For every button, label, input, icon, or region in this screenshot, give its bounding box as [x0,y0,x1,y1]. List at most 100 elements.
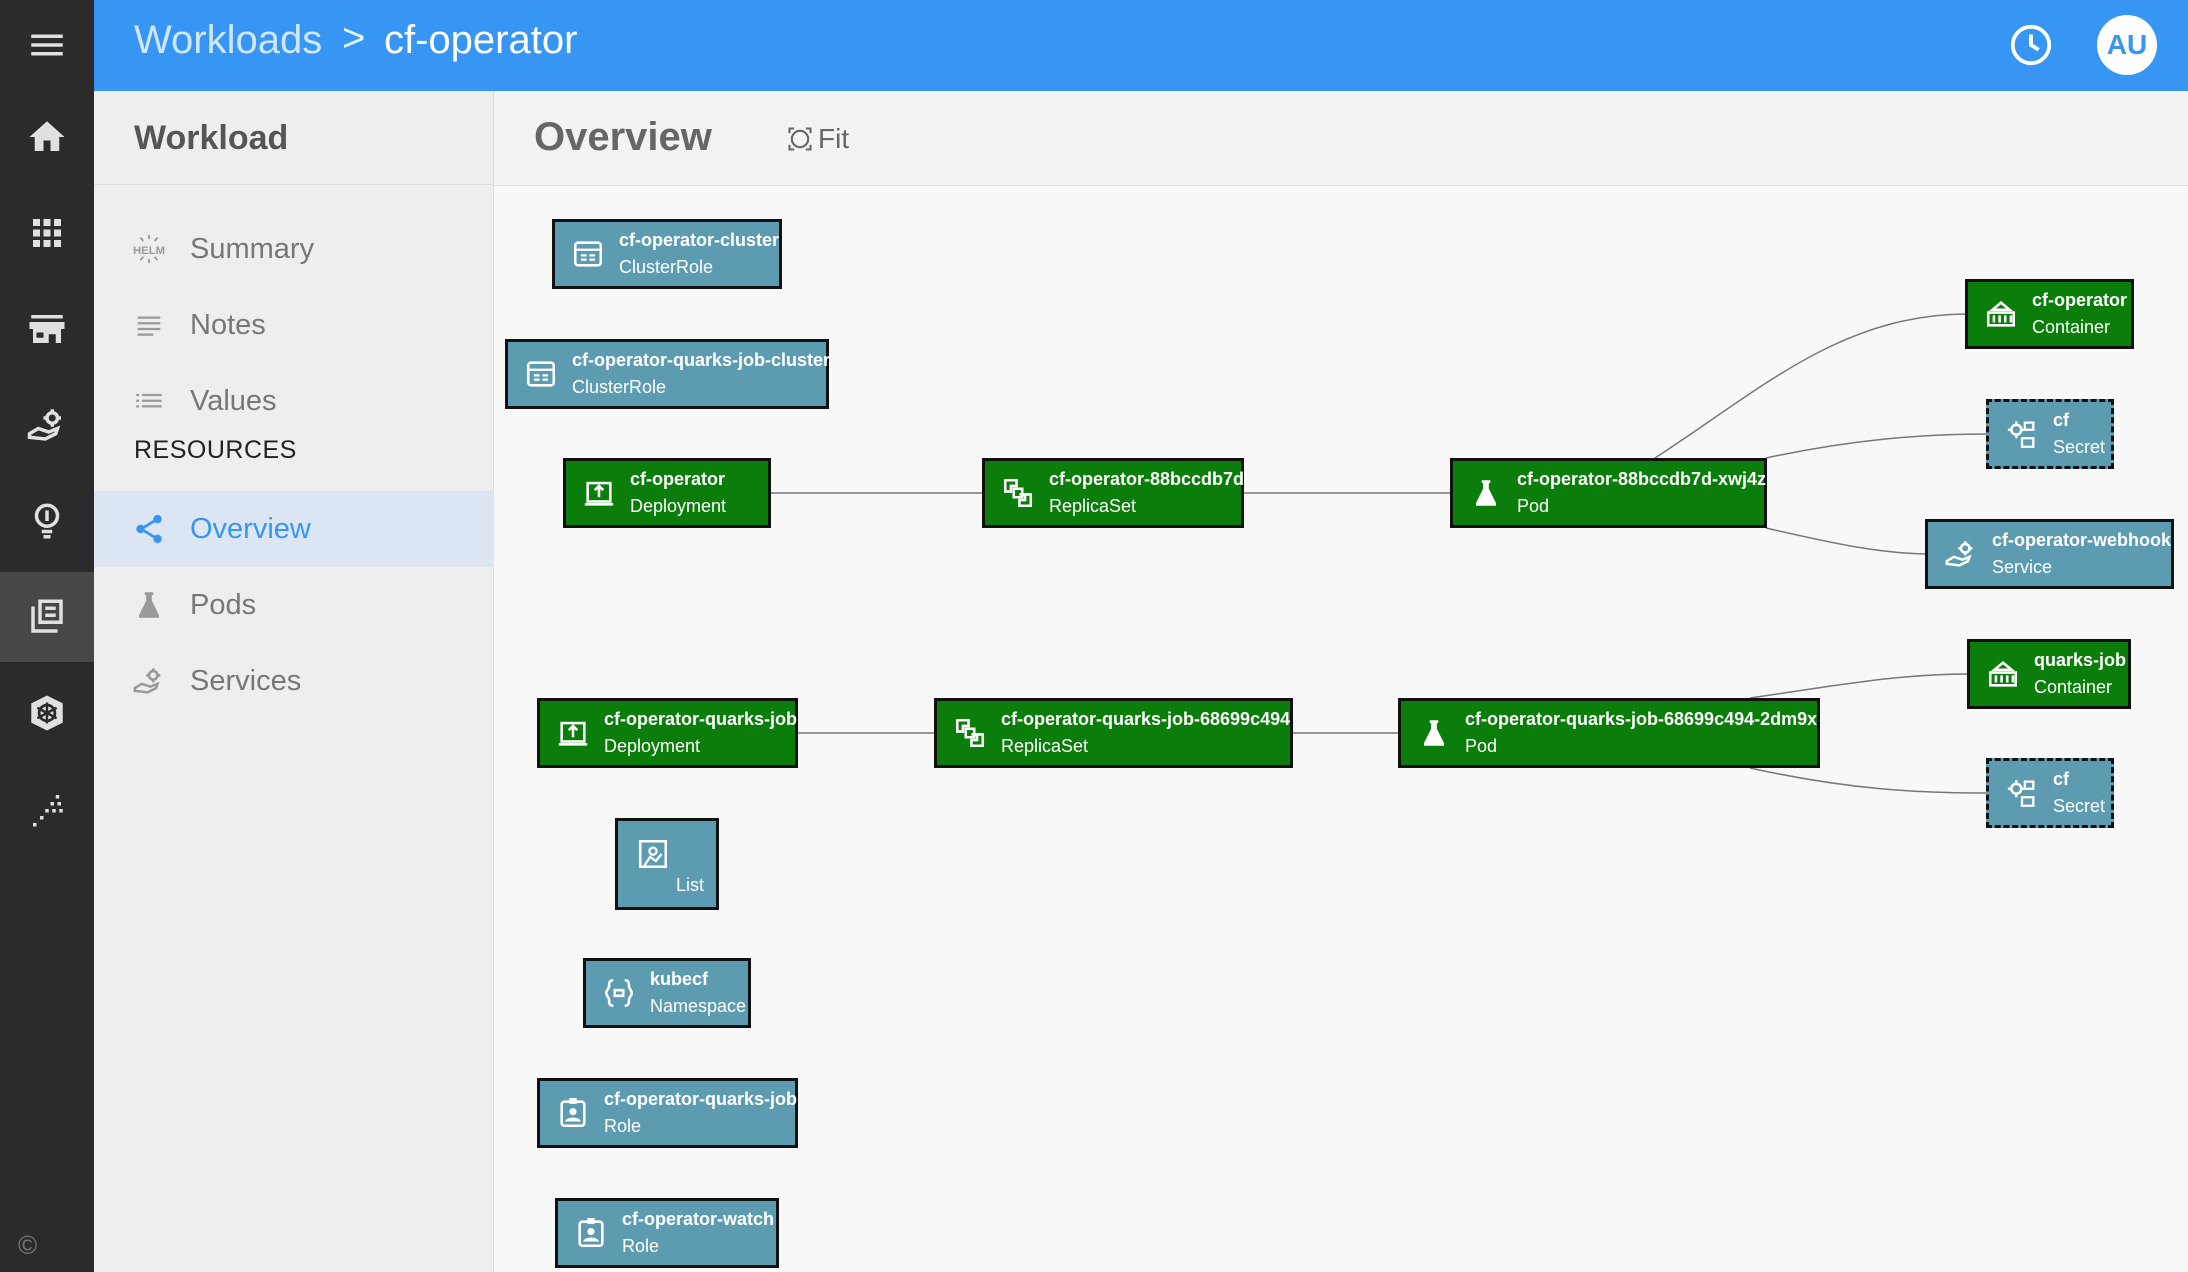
breadcrumb-workloads-link[interactable]: Workloads [134,18,323,62]
main-header: Overview Fit [494,91,2188,186]
deployment-icon [550,710,596,756]
fit-button[interactable]: Fit [786,123,849,155]
user-avatar[interactable]: AU [2097,15,2157,75]
replicaset-icon [947,710,993,756]
replicaset-icon [995,470,1041,516]
workloads-icon[interactable] [0,572,94,662]
node-kind: Container [2032,317,2111,337]
list-resource-icon [630,831,676,877]
node-name: cf-operator-watch [622,1209,775,1229]
clock-icon[interactable] [2008,22,2054,68]
node-kind: ReplicaSet [1001,736,1089,756]
role-icon [550,1090,596,1136]
graph-node-list[interactable]: List [615,818,719,910]
container-icon [1980,651,2026,697]
sidepanel-item-label: Notes [190,308,266,341]
secret-icon [1999,411,2045,457]
node-kind: Secret [2053,796,2106,816]
service-hand-icon[interactable] [0,380,94,470]
node-name: cf-operator-quarks-job [604,709,798,729]
node-name: quarks-job [2034,650,2127,670]
sidepanel-item-overview[interactable]: Overview [94,491,494,567]
fit-label: Fit [818,123,850,154]
lightbulb-icon[interactable] [0,476,94,566]
node-kind: Deployment [630,496,727,516]
node-kind: ClusterRole [619,257,714,277]
sidepanel-item-pods[interactable]: Pods [94,567,494,643]
navigation-rail: © [0,0,94,1272]
clusterrole-icon [565,231,611,277]
workload-side-panel: Workload HELM Summary Notes Values RESOU… [94,91,494,1272]
breadcrumb-current: cf-operator [384,18,578,62]
topology-icon[interactable] [0,764,94,854]
node-name: cf [2053,769,2070,789]
node-name: cf-operator [2032,290,2128,310]
service-icon [1938,531,1984,577]
service-icon [132,664,166,698]
node-kind: Pod [1517,496,1550,516]
deployment-icon [576,470,622,516]
home-icon[interactable] [0,92,94,182]
fit-icon [788,127,812,151]
sidepanel-item-services[interactable]: Services [94,643,494,719]
node-name: cf-operator-quarks-job [604,1089,798,1109]
pod-icon [1411,710,1457,756]
share-icon [132,512,166,546]
clusterrole-icon [518,351,564,397]
node-kind: Container [2034,677,2113,697]
node-kind: Secret [2053,437,2106,457]
node-name: cf-operator-webhook [1992,530,2172,550]
node-kind: Service [1992,557,2053,577]
sidepanel-item-label: Services [190,664,302,697]
apps-grid-icon[interactable] [0,188,94,278]
node-name: cf-operator-88bccdb7d-xwj4z [1517,469,1767,489]
sidepanel-item-summary[interactable]: HELM Summary [94,211,494,287]
node-kind: Pod [1465,736,1498,756]
page-title: Overview [534,115,712,159]
sidepanel-item-notes[interactable]: Notes [94,287,494,363]
sidepanel-item-label: Summary [190,232,315,265]
pod-icon [1463,470,1509,516]
helm-icon: HELM [132,232,166,266]
sidepanel-item-label: Overview [190,512,311,545]
node-name: cf-operator [630,469,726,489]
node-name: kubecf [650,969,709,989]
node-kind: ClusterRole [572,377,667,397]
role-icon [568,1210,614,1256]
sidepanel-item-values[interactable]: Values [94,363,494,439]
node-kind: Namespace [650,996,747,1016]
node-kind: List [675,875,704,895]
top-header: Workloads > cf-operator AU [94,0,2188,91]
node-kind: Role [622,1236,660,1256]
sidepanel-item-label: Values [190,384,277,417]
node-name: cf-operator-quarks-job-68699c494 [1001,709,1291,729]
node-name: cf [2053,410,2070,430]
sidepanel-item-label: Pods [190,588,257,621]
container-icon [1978,291,2024,337]
copyright-icon: © [18,1230,38,1260]
side-panel-divider [94,184,494,185]
menu-icon[interactable] [0,0,94,90]
list-icon [132,384,166,418]
breadcrumb-separator: > [342,16,366,60]
kubernetes-helm-icon[interactable] [0,668,94,758]
node-kind: Deployment [604,736,701,756]
notes-icon [132,308,166,342]
store-icon[interactable] [0,284,94,374]
